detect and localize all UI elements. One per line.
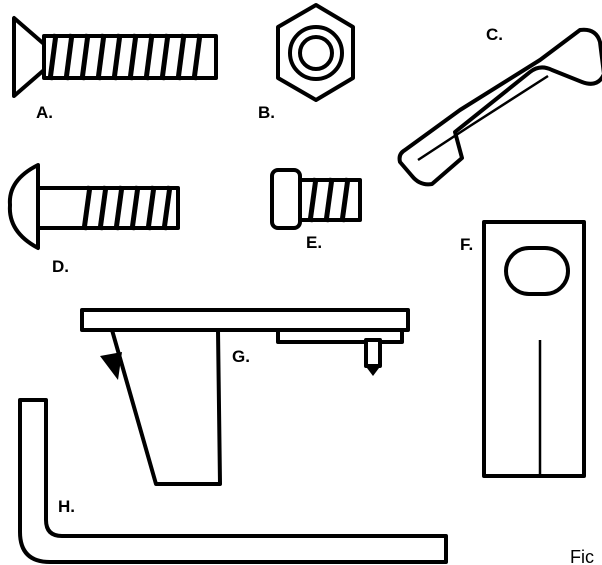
label-a: A. — [36, 103, 53, 122]
short-bolt-icon — [270, 168, 362, 230]
round-head-bolt-icon — [7, 163, 180, 250]
label-h: H. — [58, 497, 75, 516]
label-c: C. — [486, 25, 503, 44]
label-f: F. — [460, 235, 473, 254]
bracket-icon — [80, 308, 410, 486]
label-e: E. — [306, 233, 322, 252]
label-d: D. — [52, 257, 69, 276]
slotted-plate-icon — [482, 220, 586, 478]
bent-clip-icon — [397, 27, 602, 187]
figure-caption: Fic — [570, 547, 594, 565]
hex-nut-icon — [276, 3, 355, 102]
label-b: B. — [258, 103, 275, 122]
label-g: G. — [232, 347, 250, 366]
flat-head-screw-icon — [12, 16, 218, 98]
hex-key-icon — [18, 398, 448, 564]
